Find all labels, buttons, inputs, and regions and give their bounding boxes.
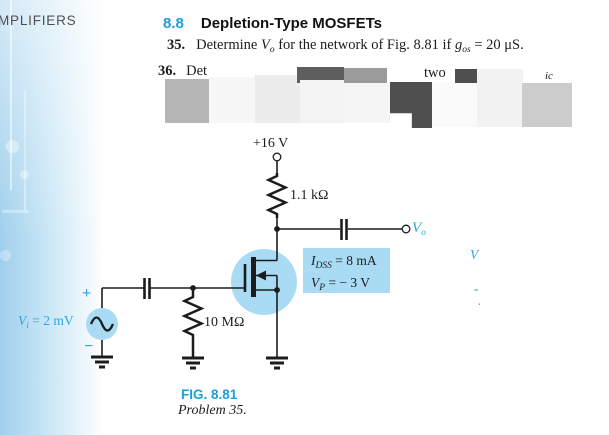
sine-icon: [89, 316, 115, 332]
device-parameters-box: IDSS = 8 mA VP = − 3 V: [303, 248, 390, 293]
drain-resistor-label: 1.1 kΩ: [290, 188, 329, 203]
redaction-block: [300, 80, 344, 123]
redaction-block: [165, 79, 209, 123]
output-terminal: [401, 224, 411, 234]
mosfet-arrow-icon: [256, 270, 266, 281]
redaction-block: [477, 69, 523, 127]
redaction-block: [344, 68, 387, 83]
margin-fragment: -: [474, 281, 479, 296]
section-number: 8.8: [163, 15, 184, 32]
running-head: MPLIFIERS: [0, 13, 77, 28]
figure-caption: FIG. 8.81: [181, 387, 238, 402]
minus-sign: −: [84, 338, 94, 355]
redaction-block: [344, 83, 390, 123]
mosfet-body-circle: [231, 249, 297, 315]
ground-icon: [266, 356, 288, 370]
margin-fragment: .: [478, 293, 482, 308]
decorative-pad: [20, 170, 29, 179]
node-dot: [274, 226, 280, 232]
page-edge-decoration: [0, 0, 104, 435]
margin-fragment: V: [470, 247, 479, 262]
redaction-block: [432, 83, 477, 127]
gate-resistor: [181, 288, 205, 358]
drain-resistor: [265, 173, 289, 218]
node-dot: [274, 287, 280, 293]
node-dot: [190, 285, 196, 291]
ground-icon: [91, 355, 113, 369]
gate-resistor-label: 10 MΩ: [204, 315, 245, 330]
section-heading: 8.8 Depletion-Type MOSFETs: [163, 15, 382, 32]
problem-35-text: Determine Vo for the network of Fig. 8.8…: [196, 37, 524, 55]
redaction-block: [297, 67, 344, 83]
problem-36-fragment: 36.Det: [158, 63, 208, 77]
section-title: Depletion-Type MOSFETs: [200, 15, 382, 32]
vp-param: VP = − 3 V: [311, 275, 371, 293]
plus-sign: +: [82, 285, 92, 302]
output-voltage-label: Vo: [412, 220, 426, 238]
decorative-trace: [24, 90, 26, 210]
redaction-block: [522, 83, 572, 127]
redaction-block: [455, 69, 478, 85]
supply-terminal: [272, 152, 282, 162]
decorative-pad: [6, 140, 19, 153]
problem-35: 35. Determine Vo for the network of Fig. …: [167, 37, 524, 55]
problem-36-fragment: ic: [545, 70, 553, 81]
decorative-pad: [0, 250, 11, 261]
decorative-trace: [10, 0, 12, 190]
redaction-block: [255, 75, 300, 123]
problem-35-number: 35.: [167, 37, 186, 53]
input-voltage-label: Vi = 2 mV: [18, 313, 74, 331]
supply-voltage-label: +16 V: [253, 136, 289, 151]
redaction-block: [209, 77, 255, 123]
figure-subcaption: Problem 35.: [178, 403, 247, 418]
ground-icon: [182, 356, 204, 370]
idss-param: IDSS = 8 mA: [311, 253, 377, 271]
problem-36-fragment: two: [424, 65, 446, 79]
decorative-trace: [2, 210, 28, 213]
